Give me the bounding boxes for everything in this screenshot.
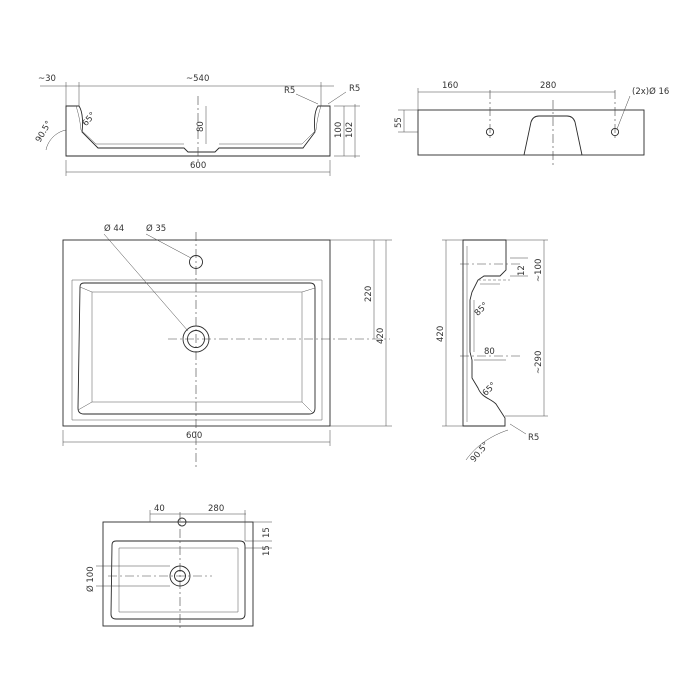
front-dim-540: ~540 bbox=[186, 74, 209, 84]
small-top-view: 40 280 15 15 Ø 100 bbox=[85, 504, 272, 630]
top-dim-600: 600 bbox=[186, 431, 202, 441]
rear-holes: (2x)Ø 16 bbox=[632, 86, 669, 97]
side-section-view: 420 12 ~100 85° 80 ~290 65° 90.5° R5 bbox=[436, 239, 548, 465]
front-r5-right: R5 bbox=[349, 84, 360, 94]
front-dim-102: 102 bbox=[345, 122, 355, 138]
small-dim-15a: 15 bbox=[262, 527, 272, 538]
small-dim-100: Ø 100 bbox=[85, 566, 96, 592]
side-dim-100: ~100 bbox=[534, 259, 544, 282]
front-dim-80: 80 bbox=[196, 121, 206, 132]
front-dim-600: 600 bbox=[190, 161, 206, 171]
top-dim-420: 420 bbox=[376, 328, 386, 344]
side-dim-420: 420 bbox=[436, 326, 446, 342]
front-r5-left: R5 bbox=[284, 86, 295, 96]
front-angle-65: 65° bbox=[81, 111, 98, 129]
front-dim-30: ~30 bbox=[38, 74, 56, 84]
front-section-view: ~30 ~540 R5 R5 90.5° 65° 80 100 102 600 bbox=[34, 74, 360, 176]
small-tap-hole bbox=[177, 517, 187, 527]
small-dim-280: 280 bbox=[208, 504, 224, 514]
front-dim-100: 100 bbox=[334, 122, 344, 138]
small-dim-40: 40 bbox=[154, 504, 165, 514]
top-drain-dia: Ø 44 bbox=[104, 223, 124, 234]
side-angle-85: 85° bbox=[473, 301, 491, 319]
rear-view: 160 280 (2x)Ø 16 55 bbox=[394, 81, 669, 166]
side-dim-290: ~290 bbox=[534, 351, 544, 374]
front-angle-905: 90.5° bbox=[34, 119, 54, 144]
side-dim-12: 12 bbox=[517, 265, 527, 276]
side-dim-80: 80 bbox=[484, 347, 495, 357]
top-dim-220: 220 bbox=[364, 286, 374, 302]
rear-dim-55: 55 bbox=[394, 117, 404, 128]
side-r5: R5 bbox=[528, 433, 539, 443]
top-tap-dia: Ø 35 bbox=[146, 223, 166, 234]
small-dim-15b: 15 bbox=[262, 545, 272, 556]
rear-dim-280: 280 bbox=[540, 81, 556, 91]
top-view: Ø 44 Ø 35 220 420 600 bbox=[62, 223, 392, 468]
rear-dim-160: 160 bbox=[442, 81, 458, 91]
